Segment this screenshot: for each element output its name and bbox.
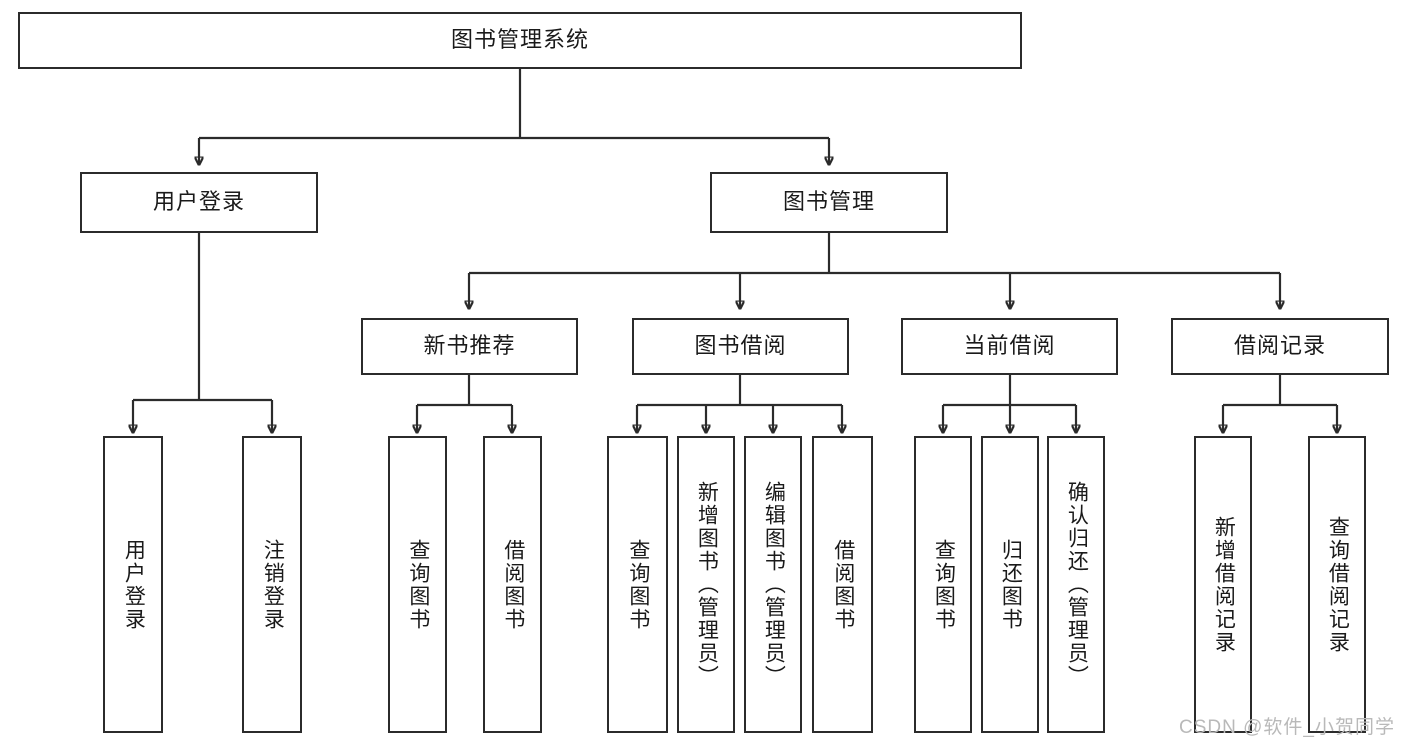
node-label: 借阅图书 [831,538,855,631]
node-label: 查询图书 [932,538,956,631]
node-user-login[interactable]: 用户登录 [80,172,318,233]
node-borrow-record[interactable]: 借阅记录 [1171,318,1389,375]
leaf-current-return-book[interactable]: 归还图书 [981,436,1039,733]
leaf-borrow-borrow-book[interactable]: 借阅图书 [812,436,873,733]
leaf-recommend-borrow-book[interactable]: 借阅图书 [483,436,542,733]
node-label: 查询图书 [406,538,430,631]
node-label: 归还图书 [999,538,1023,631]
node-label: 注销登录 [261,538,285,631]
node-label: 图书借阅 [694,333,787,359]
node-new-book-recommend[interactable]: 新书推荐 [361,318,578,375]
leaf-user-login-logout[interactable]: 注销登录 [242,436,302,733]
node-label: 新增图书（管理员） [695,481,719,688]
node-label: 当前借阅 [963,333,1056,359]
node-label: 确认归还（管理员） [1065,481,1089,688]
node-label: 新增借阅记录 [1212,515,1236,654]
watermark: CSDN @软件_小贺同学 [1179,717,1395,738]
node-label: 用户登录 [122,538,146,631]
leaf-borrow-add-book-admin[interactable]: 新增图书（管理员） [677,436,735,733]
leaf-current-confirm-return-admin[interactable]: 确认归还（管理员） [1047,436,1105,733]
leaf-current-query-book[interactable]: 查询图书 [914,436,972,733]
node-label: 用户登录 [152,189,245,215]
node-book-borrow[interactable]: 图书借阅 [632,318,849,375]
node-label: 查询借阅记录 [1326,515,1350,654]
leaf-borrow-edit-book-admin[interactable]: 编辑图书（管理员） [744,436,802,733]
leaf-user-login-login[interactable]: 用户登录 [103,436,163,733]
node-label: 编辑图书（管理员） [762,481,786,688]
node-label: 图书管理系统 [450,27,589,53]
node-label: 借阅记录 [1233,333,1326,359]
node-current-borrow[interactable]: 当前借阅 [901,318,1118,375]
node-root-system[interactable]: 图书管理系统 [18,12,1022,69]
leaf-record-add-record[interactable]: 新增借阅记录 [1194,436,1252,733]
node-book-management[interactable]: 图书管理 [710,172,948,233]
node-label: 借阅图书 [501,538,525,631]
node-label: 图书管理 [782,189,875,215]
leaf-borrow-query-book[interactable]: 查询图书 [607,436,668,733]
node-label: 新书推荐 [423,333,516,359]
node-label: 查询图书 [626,538,650,631]
leaf-record-query-record[interactable]: 查询借阅记录 [1308,436,1366,733]
leaf-recommend-query-book[interactable]: 查询图书 [388,436,447,733]
